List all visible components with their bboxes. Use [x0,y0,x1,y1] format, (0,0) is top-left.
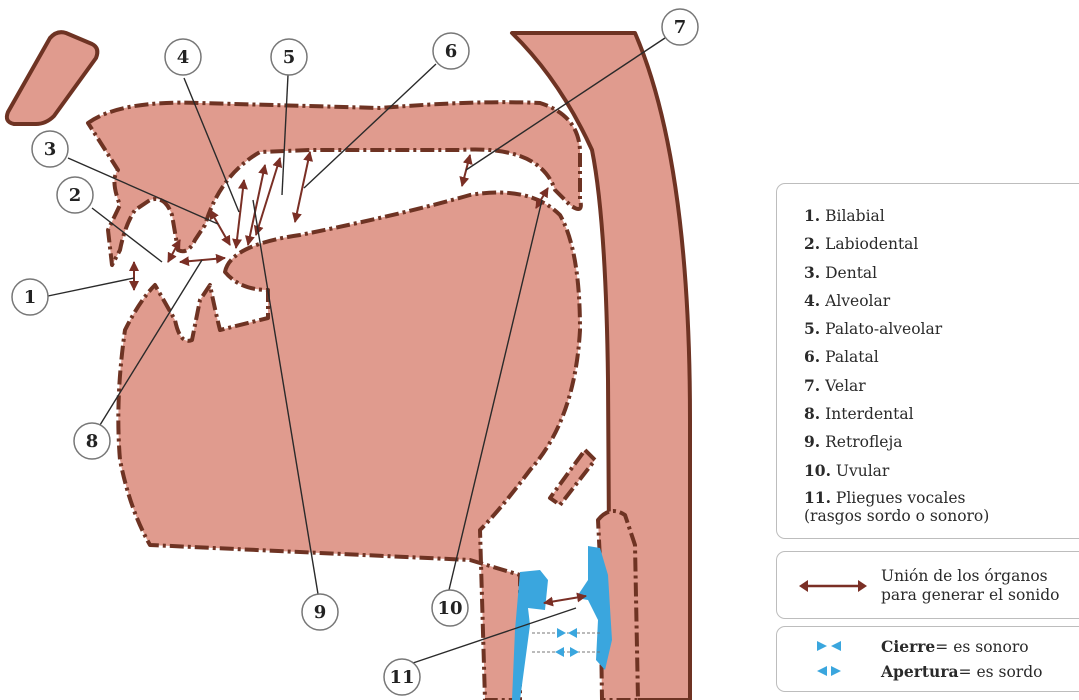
nasal-bone [7,32,97,124]
legend-item-vocal-folds-note: (rasgos sordo o sonoro) [804,507,989,525]
marker-1-label: 1 [24,287,37,308]
legend-closure: Cierre= es sonoro [881,637,1029,656]
marker-10: 10 [432,590,468,626]
epiglottis [550,450,595,505]
marker-7: 7 [662,9,698,45]
marker-5: 5 [271,39,307,75]
marker-11: 11 [384,659,420,695]
marker-6: 6 [433,33,469,69]
articulation-arrow-vocal-folds [544,596,586,603]
legend-voicing: Cierre= es sonoro Apertura= es sordo [776,626,1079,692]
legend-arrow-meaning: Unión de los órganos para generar el son… [776,551,1079,619]
legend-item-palato-alveolar: 5. Palato-alveolar [804,315,1079,343]
articulation-arrow-interdental [180,258,225,262]
articulation-arrow-retroflex [256,158,280,235]
marker-10-label: 10 [437,598,462,619]
marker-6-label: 6 [445,41,458,62]
legend-item-labiodental: 2. Labiodental [804,230,1079,258]
opening-icon [817,666,841,676]
marker-8: 8 [74,423,110,459]
legend-item-dental: 3. Dental [804,259,1079,287]
legend-opening: Apertura= es sordo [881,662,1042,681]
marker-4-label: 4 [177,47,190,68]
legend-item-alveolar: 4. Alveolar [804,287,1079,315]
closure-icon [817,641,841,651]
marker-11-label: 11 [389,667,414,688]
articulation-arrow-palatal [295,152,310,222]
tongue [118,193,580,700]
legend-item-vocal-folds: 11. Pliegues vocales(rasgos sordo o sono… [804,489,1079,525]
legend-item-uvular: 10. Uvular [804,457,1079,485]
legend-item-bilabial: 1. Bilabial [804,202,1079,230]
legend-item-retroflex: 9. Retrofleja [804,428,1079,456]
articulation-arrow-dental [210,210,230,245]
marker-9: 9 [302,594,338,630]
marker-5-label: 5 [283,47,296,68]
marker-8-label: 8 [86,431,99,452]
marker-9-label: 9 [314,602,327,623]
marker-1: 1 [12,279,48,315]
marker-2-label: 2 [69,185,82,206]
legend-item-palatal: 6. Palatal [804,343,1079,371]
marker-3-label: 3 [44,139,57,160]
marker-3: 3 [32,131,68,167]
marker-7-label: 7 [674,17,687,38]
leader-line-1 [48,278,134,296]
legend-articulation-points: 1. Bilabial 2. Labiodental 3. Dental 4. … [776,183,1079,539]
legend-arrow-text: Unión de los órganos para generar el son… [881,567,1060,605]
legend-item-interdental: 8. Interdental [804,400,1079,428]
legend-item-velar: 7. Velar [804,372,1079,400]
marker-4: 4 [165,39,201,75]
articulation-arrow-velar [462,155,470,186]
articulation-arrow-alveolar [236,180,244,248]
double-arrow-icon [799,579,867,593]
marker-2: 2 [57,177,93,213]
